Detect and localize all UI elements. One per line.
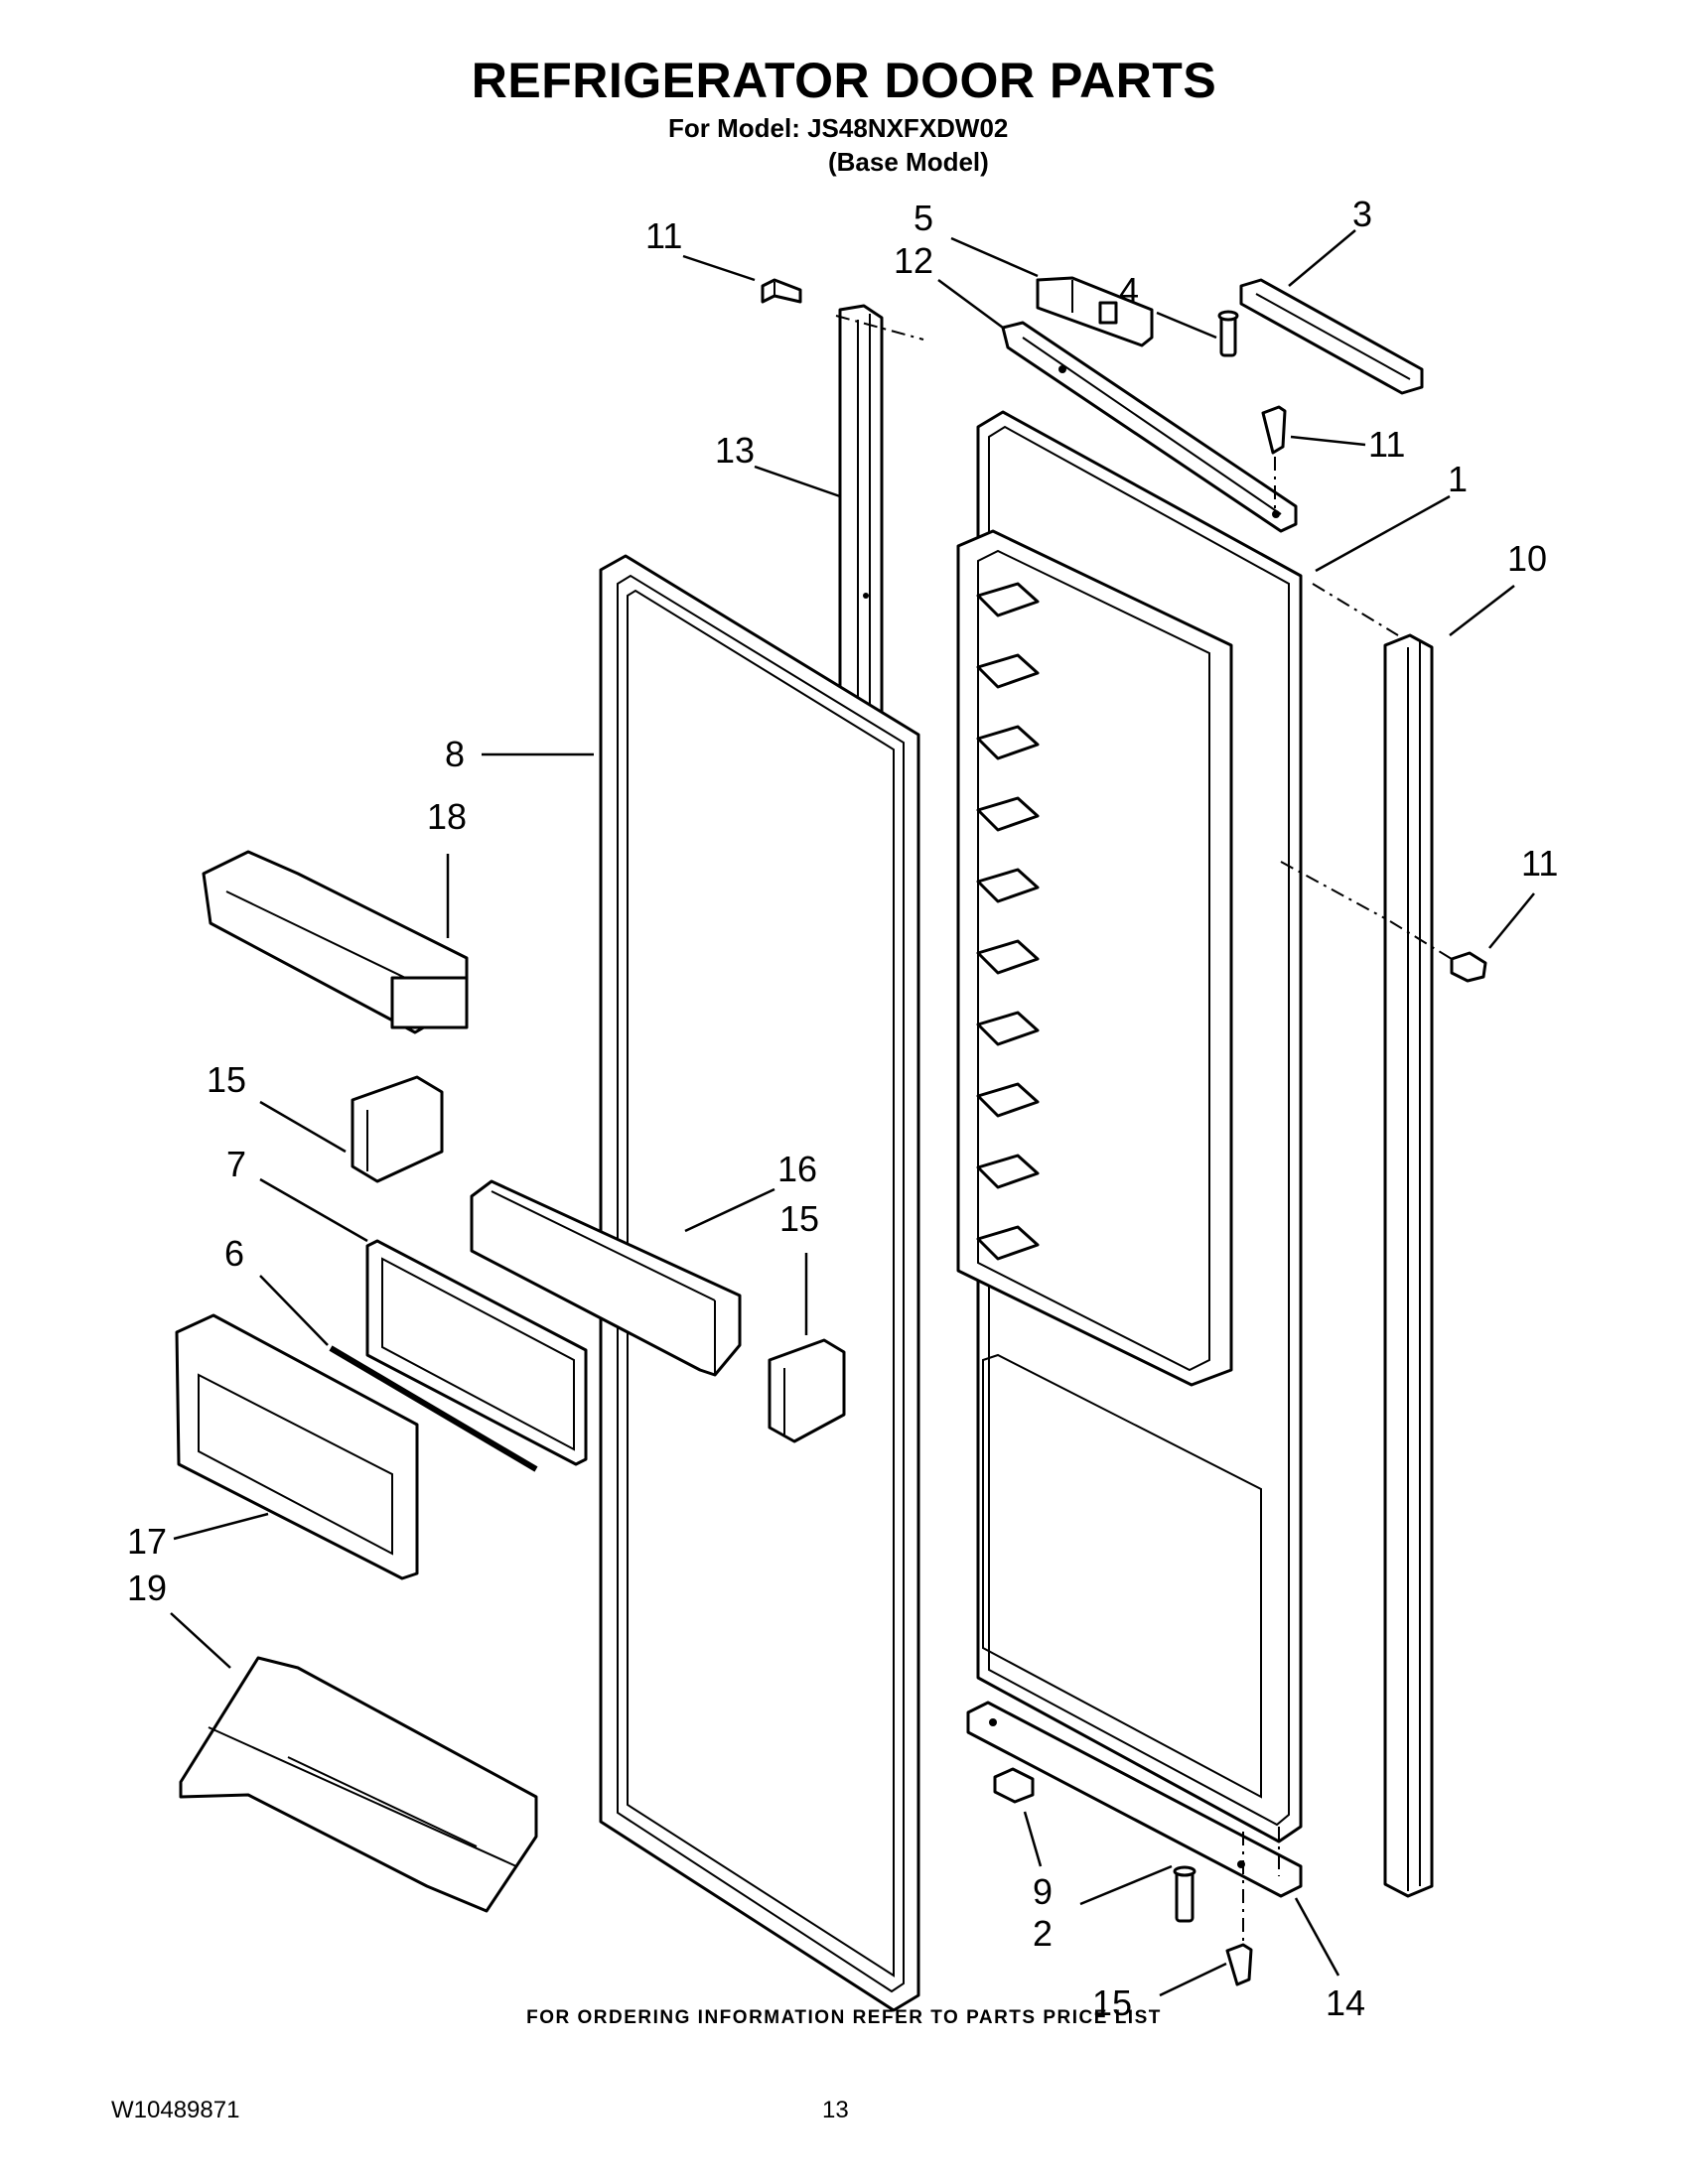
part-16-dairy-housing [470,1179,742,1377]
part-17-dairy-door [175,1313,419,1580]
part-15-endcap-left [351,1075,444,1183]
callout-13: 13 [715,430,755,471]
callout-3: 3 [1352,194,1372,234]
callout-19: 19 [127,1568,167,1608]
part-11-screw-right-top [1261,405,1287,516]
part-6-strip [329,1345,538,1472]
callout-15b: 15 [779,1198,819,1239]
part-18-door-bin [202,850,469,1034]
callout-labels: 11 5 12 3 4 11 13 1 10 8 18 11 15 7 16 1… [127,194,1558,2023]
callout-15c: 15 [1092,1982,1132,2023]
callout-9: 9 [1033,1871,1053,1912]
callout-6: 6 [224,1233,244,1274]
part-9-hinge-plate [993,1767,1035,1804]
part-1-door-assembly [956,410,1399,1843]
document-id: W10489871 [111,2097,240,2123]
callout-7: 7 [226,1144,246,1184]
part-11-screw-right-mid [1389,920,1487,983]
callout-18: 18 [427,796,467,837]
part-10-side-trim [1383,633,1434,1898]
leader-lines [170,229,1535,1997]
part-2-hinge-pin [1173,1865,1196,1923]
part-5-hinge-cover [1036,276,1154,347]
callout-14: 14 [1326,1982,1365,2023]
part-15-screw-bottom [1225,1943,1253,1986]
callout-2: 2 [1033,1913,1053,1954]
callout-15a: 15 [207,1059,246,1100]
callout-11a: 11 [645,215,682,256]
part-7-dairy-door-frame [365,1239,588,1466]
page-title: REFRIGERATOR DOOR PARTS [471,53,1217,108]
base-model-line: (Base Model) [828,147,989,177]
callout-16: 16 [777,1149,817,1189]
callout-4: 4 [1119,270,1139,311]
door-shelf-ribs [976,582,1040,1261]
callout-10: 10 [1507,538,1547,579]
part-3-top-trim [1239,278,1424,395]
callout-1: 1 [1448,459,1468,499]
part-12-top-bracket [1001,321,1298,533]
part-11-screw-top [761,278,802,304]
callout-8: 8 [445,734,465,774]
callout-5: 5 [914,198,933,238]
callout-11b: 11 [1368,424,1405,465]
ordering-note: FOR ORDERING INFORMATION REFER TO PARTS … [526,2007,1162,2028]
callout-11c: 11 [1521,843,1558,884]
part-15-endcap-right [768,1338,846,1443]
callout-12: 12 [894,240,933,281]
part-8-door-gasket [599,554,920,2012]
page-number: 13 [822,2097,849,2123]
callout-17: 17 [127,1521,167,1562]
part-19-lower-bin [179,1656,538,1913]
part-4-hinge-pin [1217,310,1239,357]
model-line: For Model: JS48NXFXDW02 [668,113,1009,143]
part-14-bottom-bracket [966,1701,1303,1956]
